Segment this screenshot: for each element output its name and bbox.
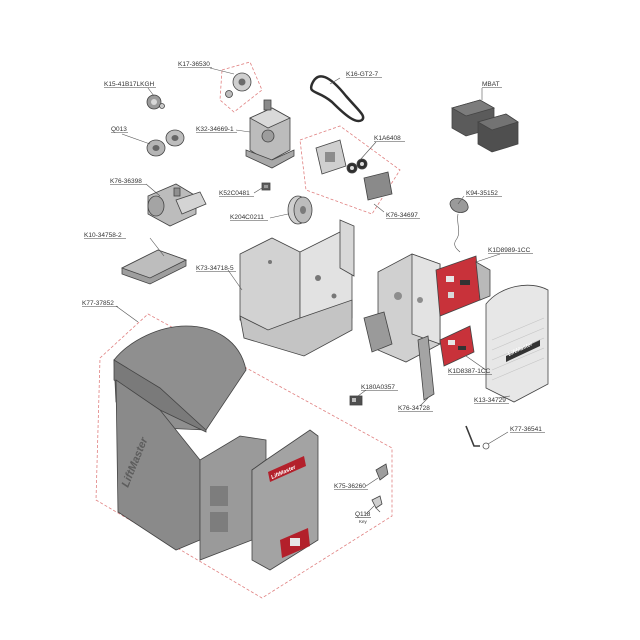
release-knob[interactable] — [375, 463, 389, 481]
label-k13-34729: K13-34729 — [474, 397, 506, 404]
label-k77-36541: K77-36541 — [510, 426, 542, 433]
main-housing[interactable] — [113, 325, 319, 571]
label-q013: Q013 — [111, 126, 127, 133]
part-labels: K17-36530 K16-GT2-7 MBAT K15-41B17LKGH Q… — [82, 61, 545, 524]
label-q118: Q118 — [355, 511, 371, 518]
group-outline-cover-set — [95, 313, 393, 599]
label-k1a6408: K1A6408 — [374, 135, 401, 142]
label-k15-41b17lkgh: K15-41B17LKGH — [104, 81, 155, 88]
roller-part[interactable] — [287, 195, 313, 225]
key-part[interactable] — [371, 495, 383, 513]
small-block-part[interactable] — [261, 182, 271, 191]
connector-part[interactable] — [349, 395, 363, 406]
main-frame[interactable] — [239, 219, 355, 357]
label-k10-34758-2: K10-34758-2 — [84, 232, 122, 239]
label-k76-34728: K76-34728 — [398, 405, 430, 412]
group-outline-gear — [219, 61, 263, 113]
side-panel[interactable] — [417, 335, 435, 401]
label-k1d8989-1cc: K1D8989-1CC — [488, 247, 531, 254]
label-k76-36398: K76-36398 — [110, 178, 142, 185]
pulley-pair[interactable] — [146, 129, 185, 157]
label-k94-35152: K94-35152 — [466, 190, 498, 197]
board-kit[interactable] — [315, 139, 393, 201]
label-k204c0211: K204C0211 — [230, 214, 264, 221]
label-k76-34697: K76-34697 — [386, 212, 418, 219]
control-board-main[interactable] — [435, 255, 491, 317]
label-k77-37852: K77-37852 — [82, 300, 114, 307]
gearbox-part[interactable] — [245, 99, 295, 169]
leader-lines — [115, 67, 511, 515]
key-caption: Key — [359, 519, 368, 524]
label-k32-34669-1: K32-34669-1 — [196, 126, 234, 133]
motor-part[interactable] — [147, 183, 207, 227]
belt-part[interactable] — [309, 75, 365, 123]
label-k73-34718-5: K73-34718-5 — [196, 265, 234, 272]
label-k52c0481: K52C0481 — [219, 190, 250, 197]
gear-part[interactable] — [225, 72, 252, 98]
antenna-part[interactable] — [465, 425, 490, 450]
control-cover[interactable] — [485, 284, 549, 403]
label-k16-gt2-7: K16-GT2-7 — [346, 71, 379, 78]
label-mbat: MBAT — [482, 81, 500, 88]
label-k180a0357: K180A0357 — [361, 384, 395, 391]
label-k17-36530: K17-36530 — [178, 61, 210, 68]
battery-pack[interactable] — [450, 99, 519, 153]
label-k75-36260: K75-36260 — [334, 483, 366, 490]
bracket-part[interactable] — [120, 249, 188, 285]
sprocket-part[interactable] — [146, 94, 165, 110]
control-frame[interactable] — [363, 253, 441, 363]
label-k1d8387-1cc: K1D8387-1CC — [448, 368, 491, 375]
control-board-secondary[interactable] — [439, 325, 475, 367]
receiver-part[interactable] — [449, 197, 469, 253]
